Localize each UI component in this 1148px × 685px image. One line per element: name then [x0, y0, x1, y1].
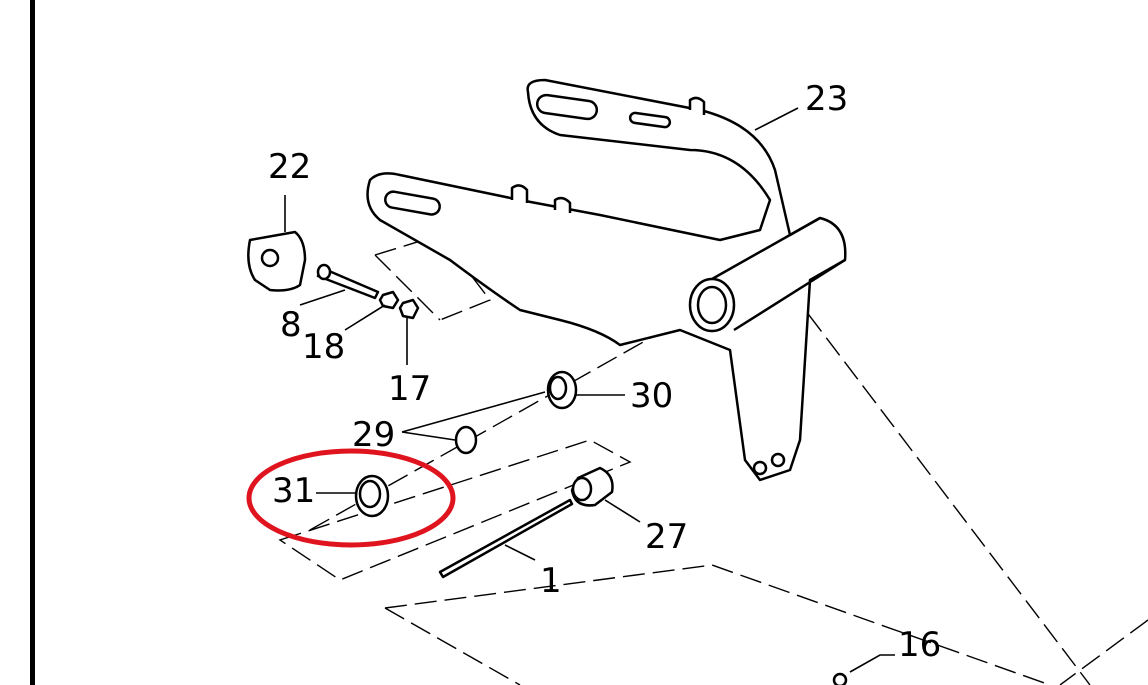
swingarm-part-23	[366, 78, 847, 482]
guide-lines	[278, 234, 1148, 685]
highlight-circle-part-31	[246, 448, 456, 548]
bushing-part-30	[546, 370, 625, 410]
label-8: 8	[280, 305, 302, 345]
chain-adjuster-part-22	[247, 195, 307, 292]
seal-part-31	[316, 474, 390, 518]
label-27: 27	[645, 517, 688, 557]
label-22: 22	[268, 147, 311, 187]
fastener-part-16	[832, 654, 895, 685]
label-18: 18	[302, 327, 345, 367]
label-17: 17	[388, 369, 431, 409]
label-23: 23	[805, 79, 848, 119]
label-31: 31	[272, 471, 315, 511]
label-29: 29	[352, 415, 395, 455]
page-border-line	[30, 0, 35, 685]
bolt-part-8	[299, 263, 380, 306]
label-16: 16	[898, 625, 941, 665]
spindle-part-1	[438, 498, 574, 579]
nut-part-17	[398, 298, 420, 365]
nut-part-18	[344, 290, 400, 331]
label-30: 30	[630, 376, 673, 416]
bearing-part-29	[401, 391, 546, 455]
label-1: 1	[540, 561, 562, 601]
spacer-part-27	[570, 466, 641, 523]
